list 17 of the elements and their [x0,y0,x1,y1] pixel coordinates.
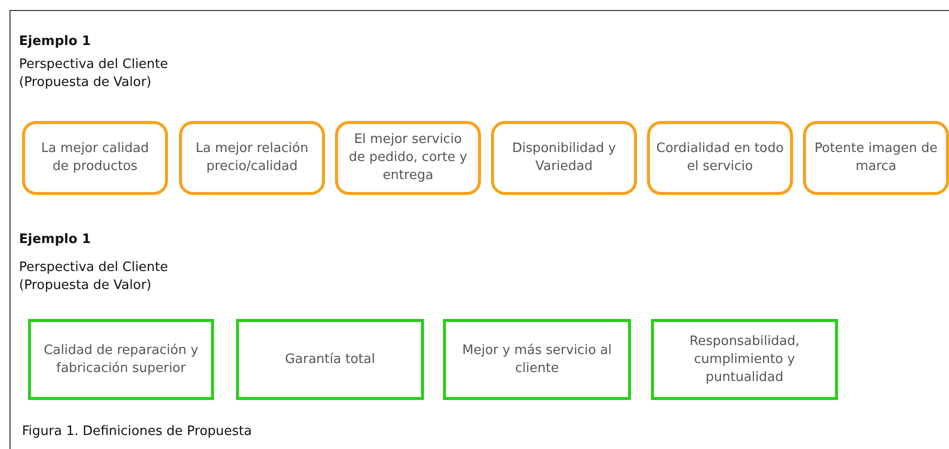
value-proposition-box: Garantía total [236,319,424,400]
value-proposition-box: Disponibilidad y Variedad [491,121,637,195]
value-proposition-box: Calidad de reparación y fabricación superior [28,319,214,400]
section-heading: Ejemplo 1 [19,232,91,247]
value-proposition-box: Cordialidad en todo el servicio [647,121,793,195]
value-proposition-box: Potente imagen de marca [803,121,949,195]
section-subtitle: Perspectiva del Cliente [19,260,168,275]
value-proposition-box: La mejor relación precio/calidad [179,121,325,195]
value-proposition-box: El mejor servicio de pedido, corte y entrega [335,121,481,195]
section-subtitle: Perspectiva del Cliente [19,57,168,72]
value-proposition-box: Responsabilidad, cumplimiento y puntualidad [651,319,838,400]
value-proposition-box: Mejor y más servicio al cliente [443,319,631,400]
section-heading: Ejemplo 1 [19,34,91,49]
section-subtitle: (Propuesta de Valor) [19,75,152,90]
value-proposition-box: La mejor calidad de productos [22,121,168,195]
section-subtitle: (Propuesta de Valor) [19,278,152,293]
figure-caption: Figura 1. Definiciones de Propuesta [22,424,252,439]
